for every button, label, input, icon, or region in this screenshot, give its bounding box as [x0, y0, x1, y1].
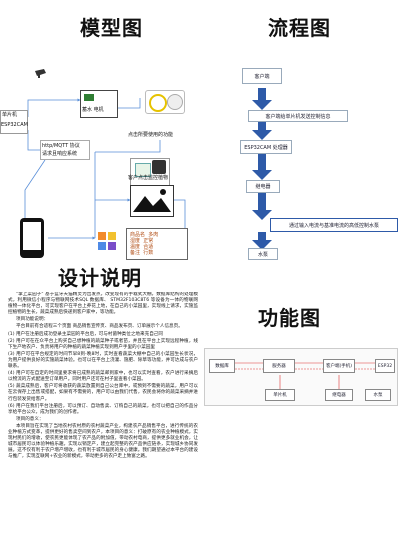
function-node-relay: 继电器: [325, 389, 353, 401]
design-paragraph: (4) 用户可在自定的时间里要求将已成熟的蔬菜邮到家中，也可以实时查看，农户进行…: [8, 371, 198, 383]
landscape-image: [130, 185, 174, 217]
water-pump-label: 蓄水 电机: [82, 107, 104, 113]
legend-value: 合适: [143, 244, 154, 250]
legend-name: 温度: [130, 244, 141, 250]
app-box: [40, 140, 90, 160]
flow-step-client: 客户端: [242, 68, 282, 84]
app-line1: http/MQTT 协议: [42, 143, 80, 149]
cloud-box: [80, 90, 118, 118]
detect-label: 点击所要使用的功能: [128, 132, 174, 138]
plant-icon: [152, 160, 166, 174]
mcu-box: [0, 110, 28, 134]
design-paragraph: (6) 用户在我们平台注册后，可以预订、自动售卖、订购自己的蔬菜，也可以把自己的…: [8, 403, 198, 415]
legend-value: 多肉: [148, 232, 159, 238]
design-paragraph: 项目功能说明：: [16, 317, 49, 323]
function-node-db: 数据库: [209, 359, 235, 373]
design-paragraph: "掌上菜园子" 基于蓝牙天猫精灵为出发点，改变现有的手栽式大棚，数据库结构的处理…: [8, 292, 198, 316]
function-node-mcu: 单片机: [265, 389, 295, 401]
function-node-client: 客户端(手机): [323, 359, 355, 373]
flow-step-control: 通过输入电流与基准电流的高低控制水泵: [270, 218, 398, 232]
flow-step-esp: ESP32CAM 处理器: [240, 140, 292, 154]
title-flow: 流程图: [268, 16, 331, 40]
title-function: 功能图: [258, 306, 321, 330]
legend-value: 正常: [143, 238, 154, 244]
phone-icon: [20, 218, 44, 258]
design-paragraph: (1) 用户在注册后成功登录主菜园的平台后，可与村菌种类位之地来充自己同: [8, 331, 163, 337]
esp-label: ESP32CAM: [1, 122, 28, 128]
function-node-server: 服务器: [263, 359, 295, 373]
legend-value: 行数: [143, 250, 154, 256]
function-node-pump: 水泵: [365, 389, 391, 401]
title-design: 设计说明: [58, 266, 142, 290]
grow-label: 客户点击监控植物: [128, 175, 169, 181]
legend-name: 商品名: [130, 232, 146, 238]
legend-name: 备注: [130, 250, 141, 256]
design-paragraph: (3) 用户可在平台规定的时间节早8到-晚8时，实时查看蔬菜大棚中自己的小菜园生…: [8, 351, 198, 370]
design-paragraph: 项目的意义：: [16, 416, 44, 422]
design-text: "掌上菜园子" 基于蓝牙天猫精灵为出发点，改变现有的手栽式大棚，数据库结构的处理…: [8, 292, 198, 542]
flow-step-pump: 水泵: [248, 248, 278, 260]
color-swatches: [98, 232, 124, 258]
camera-icon: [34, 68, 50, 78]
flow-chart: 客户端 客户端给单片机发送控制信息 ESP32CAM 处理器 继电器 通过输入电…: [200, 60, 400, 270]
design-paragraph: 平台目前有合适程三个页面 商品销售宣传页、商品发布页、订单展示个人信息页。: [16, 324, 183, 330]
legend-name: 湿度: [130, 238, 141, 244]
flow-step-relay: 继电器: [246, 180, 280, 193]
model-diagram: 单片机 ESP32CAM 蓄水 电机 http/MQTT 协议 请求且响应系统 …: [0, 60, 200, 260]
function-links: [235, 362, 375, 389]
design-paragraph: (2) 用户可在在众平台上购买自己想种植的蔬菜种子或者苗，并且在平台上实现远程种…: [8, 338, 198, 350]
flow-step-send: 客户端给单片机发送控制信息: [248, 110, 348, 122]
app-line2: 请求且响应系统: [42, 151, 78, 157]
function-node-esp: ESP32: [375, 359, 395, 373]
design-paragraph: 本项目旨在实现了当地农村农村原的农村蔬菜产业，构建农产品销售平台，进行传统的农业…: [8, 423, 198, 460]
function-diagram: 数据库 服务器 客户端(手机) ESP32 单片机 继电器 水泵: [204, 348, 398, 406]
plant-info-box: 商品名 多肉 湿度 正常 温度 合适 备注 行数: [126, 228, 188, 260]
flow-arrows: [252, 88, 272, 250]
mcu-label: 单片机: [2, 112, 18, 118]
title-model: 模型图: [80, 16, 143, 40]
design-paragraph: (5) 蔬菜成熟后，客户可将收获的蔬菜放置到自己公台库中，或预到不需要的蔬菜，用…: [8, 384, 198, 402]
sensor-circles: [145, 90, 185, 114]
